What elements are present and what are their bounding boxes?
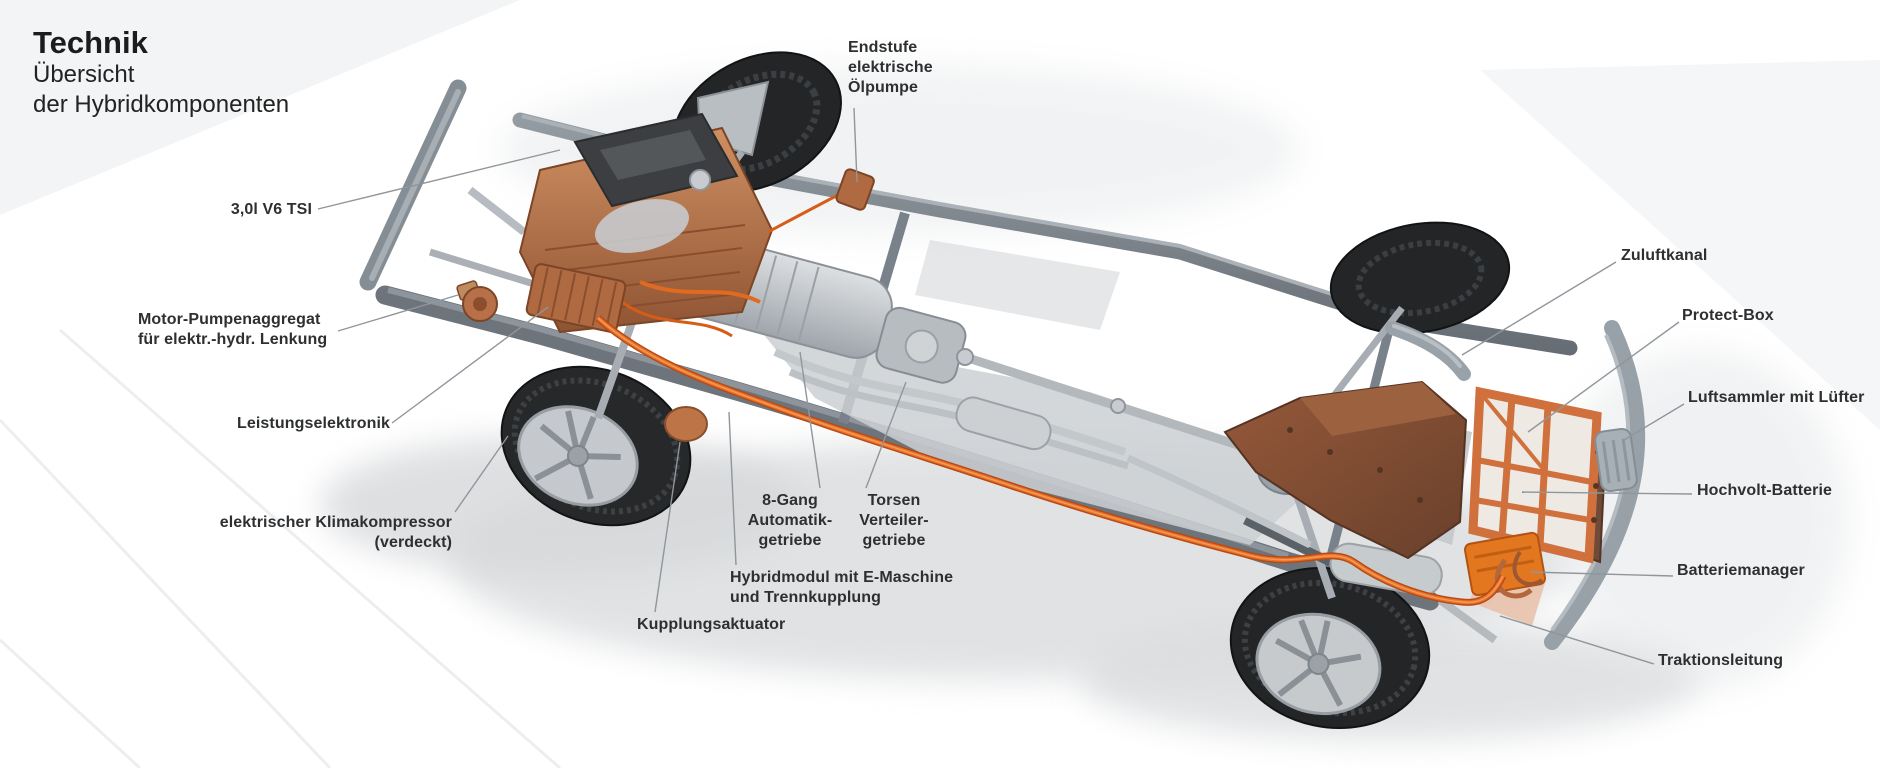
leader-battery-manager (1529, 571, 1674, 577)
leader-torsen (865, 381, 907, 489)
leader-hv-battery (1521, 491, 1693, 495)
leader-lines (317, 107, 1693, 665)
center-muffler (955, 396, 1052, 451)
leader-gearbox (799, 351, 821, 489)
label-automatic-gearbox: 8-Gang Automatik- getriebe (747, 492, 833, 549)
label-oil-pump-output-stage: Endstufe elektrische Ölpumpe (848, 39, 933, 96)
page-subtitle-line1: Übersicht (33, 61, 135, 88)
page-title: Technik (33, 25, 148, 60)
wheel-rear-right (1329, 221, 1511, 335)
leader-traction-line (1499, 615, 1655, 665)
torsen-transfer-case (875, 306, 967, 384)
label-traction-line: Traktionsleitung (1658, 652, 1784, 669)
leader-climate-compressor (454, 435, 509, 513)
label-climate-compressor: elektrischer Klimakompressor (verdeckt) (219, 514, 452, 551)
steering-motor-pump-unit (456, 280, 498, 322)
traction-cable (595, 315, 1507, 606)
battery-tubular-frame (1468, 386, 1602, 564)
engine-harness-cable (639, 280, 761, 304)
leader-motor-pump (337, 294, 459, 332)
label-torsen-transfer-case: Torsen Verteiler- getriebe (859, 492, 929, 549)
leader-protect-box (1527, 321, 1680, 433)
rear-muffler (1329, 542, 1443, 596)
leader-engine (317, 149, 561, 210)
tailpipe (1437, 596, 1498, 644)
label-hv-battery: Hochvolt-Batterie (1697, 482, 1833, 499)
oil-pump-output-stage (835, 168, 875, 211)
leader-clutch-actuator (654, 441, 681, 613)
label-air-duct: Zuluftkanal (1621, 247, 1708, 264)
protect-box-bracket (1223, 380, 1468, 560)
label-battery-manager: Batteriemanager (1677, 562, 1805, 579)
label-power-electronics: Leistungselektronik (237, 415, 391, 432)
title-block: Technik Übersicht der Hybridkomponenten (33, 26, 289, 120)
label-clutch-actuator: Kupplungsaktuator (637, 616, 786, 633)
air-inlet-duct (1385, 321, 1471, 381)
exhaust-system (773, 348, 1498, 644)
leader-hybrid-module (728, 411, 737, 566)
wheel-front-left (500, 365, 692, 527)
leader-air-collector (1623, 403, 1685, 441)
leader-air-duct (1461, 261, 1617, 356)
power-electronics-box (525, 263, 627, 333)
high-voltage-battery (1463, 386, 1608, 626)
page-subtitle-line2: der Hybridkomponenten (33, 91, 290, 118)
label-motor-pump-unit: Motor-Pumpenaggregat für elektr.-hydr. L… (138, 311, 328, 348)
battery-wiring-coil (1495, 558, 1533, 599)
front-strut (467, 186, 527, 236)
label-hybrid-module: Hybridmodul mit E-Maschine und Trennkupp… (730, 569, 954, 606)
intake-manifold (595, 199, 689, 253)
air-collector-fan (1594, 427, 1638, 493)
floor-lines (0, 328, 561, 768)
label-engine-v6-tsi: 3,0l V6 TSI (230, 201, 312, 218)
clutch-actuator-part (664, 406, 708, 442)
label-protect-box: Protect-Box (1682, 307, 1774, 324)
leader-oil-pump (853, 107, 858, 183)
vw-badge (689, 169, 711, 191)
leader-power-electronics (391, 306, 549, 424)
wheel-rear-left (1229, 566, 1431, 730)
label-air-collector: Luftsammler mit Lüfter (1688, 389, 1865, 406)
